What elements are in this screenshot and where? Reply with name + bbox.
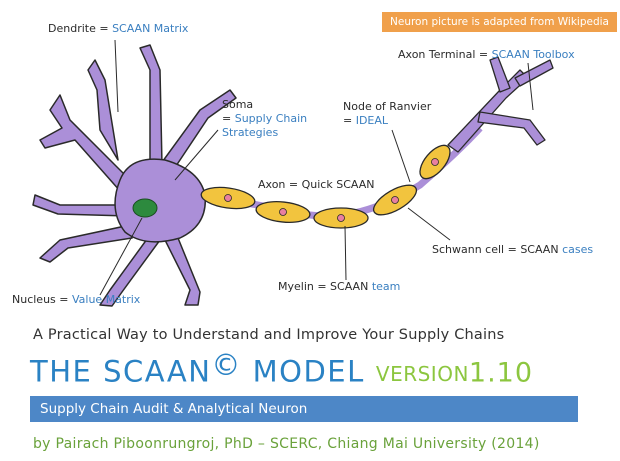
myelin-sheath (200, 144, 451, 229)
source-badge: Neuron picture is adapted from Wikipedia (382, 12, 617, 32)
node-prefix: = (343, 114, 356, 127)
node-value: IDEAL (355, 114, 389, 127)
nucleus-label: Nucleus = Value Matrix (12, 293, 140, 307)
copyright-mark: © (211, 348, 242, 382)
schwann-term: Schwann cell = SCAAN (432, 243, 563, 256)
soma-term: Soma (222, 98, 254, 111)
model-title-a: THE SCAAN (30, 354, 212, 389)
node-line-2: = IDEAL (343, 114, 431, 128)
myelin-value: team (371, 280, 401, 293)
myelin-label: Myelin = SCAAN team (278, 280, 400, 294)
neuron-diagram (32, 39, 554, 307)
axon-label: Axon = Quick SCAAN (258, 178, 375, 191)
axon-terminal (447, 56, 554, 153)
soma-value-1: Supply Chain (234, 112, 308, 125)
schwann-nuclei (224, 158, 439, 222)
axon-terminal-term: Axon Terminal = (398, 48, 492, 61)
node-label: Node of Ranvier = IDEAL (343, 100, 431, 128)
dendrites (32, 44, 237, 307)
nucleus-term: Nucleus = (12, 293, 72, 306)
model-title-b: MODEL (241, 354, 365, 389)
dendrite-term: Dendrite = (48, 22, 113, 35)
version-number: 1.10 (468, 357, 534, 389)
soma-line-2: = Supply Chain (222, 112, 307, 126)
nucleus-value: Value Matrix (71, 293, 141, 306)
axon-terminal-label: Axon Terminal = SCAAN Toolbox (398, 48, 575, 62)
byline: by Pairach Piboonrungroj, PhD – SCERC, C… (33, 436, 540, 452)
nucleus (132, 198, 158, 218)
schwann-label: Schwann cell = SCAAN cases (432, 243, 593, 257)
model-title: THE SCAAN© MODEL VERSION1.10 (30, 349, 533, 388)
tagline: A Practical Way to Understand and Improv… (33, 327, 505, 343)
soma (114, 158, 207, 243)
dendrite-value: SCAAN Matrix (112, 22, 189, 35)
soma-value-2: Strategies (222, 126, 279, 139)
myelin-term: Myelin = SCAAN (278, 280, 372, 293)
soma-prefix: = (222, 112, 235, 125)
schwann-value: cases (562, 243, 594, 256)
version-word: VERSION (375, 362, 469, 387)
node-term: Node of Ranvier (343, 100, 432, 113)
soma-label: Soma = Supply Chain Strategies (222, 98, 307, 140)
axon-terminal-value: SCAAN Toolbox (491, 48, 575, 61)
subtitle-bar: Supply Chain Audit & Analytical Neuron (30, 396, 578, 422)
leader-lines (99, 39, 534, 296)
dendrite-label: Dendrite = SCAAN Matrix (48, 22, 188, 36)
